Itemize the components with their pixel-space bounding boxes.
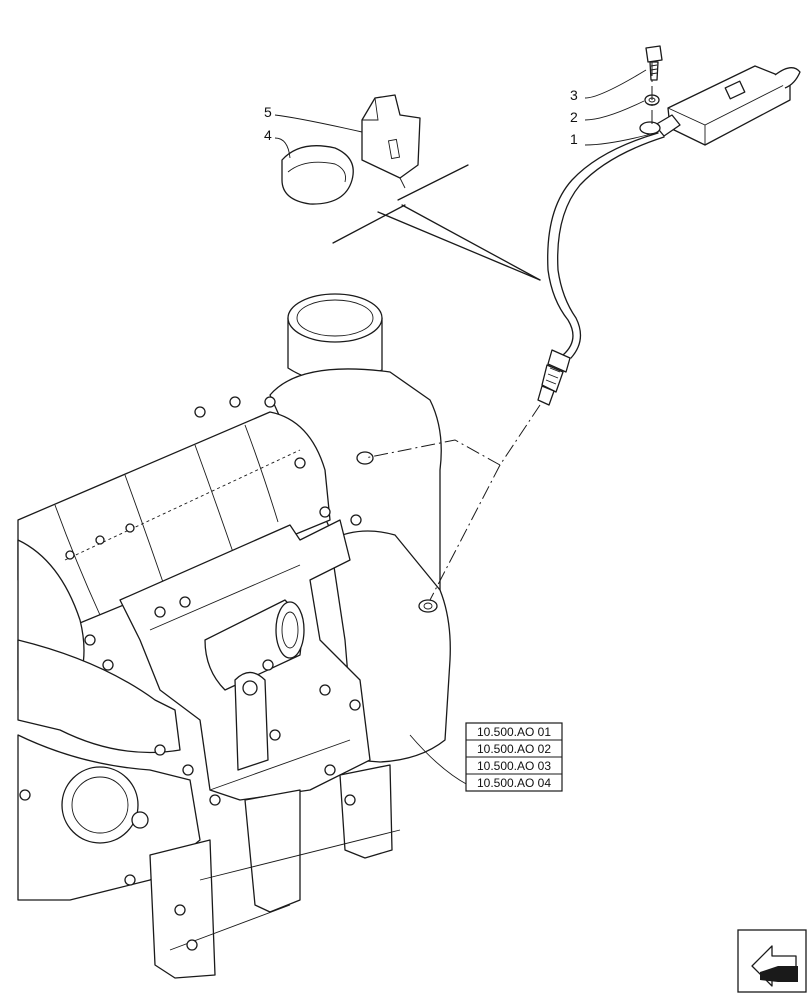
reference-table: 10.500.AO 01 10.500.AO 02 10.500.AO 03 1… xyxy=(465,722,563,792)
callout-5: 5 xyxy=(264,104,272,120)
reference-4[interactable]: 10.500.AO 04 xyxy=(477,776,551,790)
back-arrow-icon[interactable] xyxy=(737,929,807,993)
reference-1[interactable]: 10.500.AO 01 xyxy=(477,725,551,739)
part-1-sensor xyxy=(537,65,801,406)
callout-leaders xyxy=(274,69,656,786)
reference-3[interactable]: 10.500.AO 03 xyxy=(477,759,551,773)
callout-2: 2 xyxy=(570,109,578,125)
part-3-bolt xyxy=(645,45,663,81)
part-4-strap xyxy=(281,145,354,205)
exploded-view-leader xyxy=(332,164,541,281)
callout-4: 4 xyxy=(264,127,272,143)
part-5-clip xyxy=(361,94,421,189)
reference-2[interactable]: 10.500.AO 02 xyxy=(477,742,551,756)
callout-1: 1 xyxy=(570,131,578,147)
callout-3: 3 xyxy=(570,87,578,103)
alignment-lines xyxy=(364,62,653,601)
engine-exhaust-assembly xyxy=(17,293,451,979)
